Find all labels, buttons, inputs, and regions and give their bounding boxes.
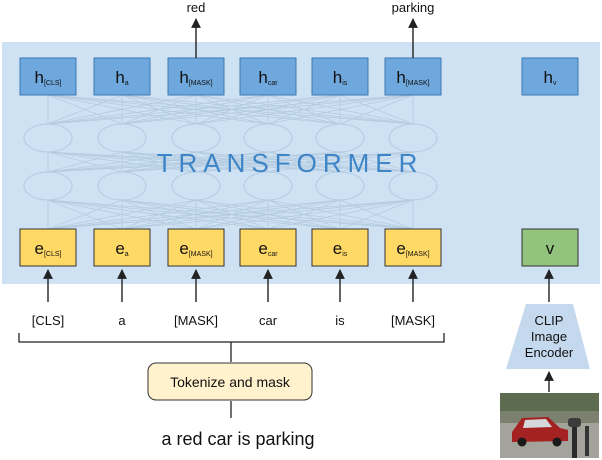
transformer-label: TRANSFORMER bbox=[157, 148, 424, 178]
token-label: [CLS] bbox=[32, 313, 65, 328]
embedding-label: eis bbox=[333, 239, 348, 258]
network-edge bbox=[47, 151, 341, 173]
network-edge bbox=[47, 151, 123, 173]
network-edge bbox=[267, 199, 414, 230]
hidden-state-box: ha bbox=[93, 57, 151, 96]
embedding-label: ea bbox=[115, 239, 128, 258]
network-edge bbox=[47, 199, 197, 230]
hidden-state-box: h[MASK] bbox=[167, 57, 225, 96]
token-label: [MASK] bbox=[391, 313, 435, 328]
token-label: is bbox=[335, 313, 345, 328]
output-label-red: red bbox=[187, 0, 206, 15]
embedding-label: e[MASK] bbox=[396, 239, 429, 258]
token-row: [CLS] a [MASK] car is [MASK] bbox=[32, 269, 435, 328]
network-edge bbox=[47, 94, 269, 125]
network-edge bbox=[195, 151, 414, 173]
embedding-label: e[MASK] bbox=[179, 239, 212, 258]
network-edge bbox=[339, 199, 414, 230]
network-edge bbox=[47, 199, 269, 230]
network-edge bbox=[47, 94, 197, 125]
embedding-box: e[MASK] bbox=[167, 228, 225, 267]
clip-image-encoder: CLIP Image Encoder bbox=[506, 304, 590, 369]
network-edge bbox=[195, 199, 414, 230]
tokenizer-label: Tokenize and mask bbox=[170, 374, 291, 390]
network-edge bbox=[47, 94, 341, 125]
network-edge bbox=[121, 199, 414, 230]
token-label: car bbox=[259, 313, 278, 328]
embedding-box: e[CLS] bbox=[19, 228, 77, 267]
visual-embedding-box: v bbox=[521, 228, 579, 267]
network-edge bbox=[267, 94, 414, 125]
network-edge bbox=[195, 94, 414, 125]
network-edge bbox=[47, 199, 341, 230]
network-edge bbox=[267, 151, 414, 173]
clip-encoder-line2: Image bbox=[531, 329, 567, 344]
visual-embedding-label: v bbox=[546, 239, 555, 258]
hidden-state-label: hv bbox=[544, 68, 557, 87]
network-edge bbox=[47, 199, 414, 230]
hidden-state-label: his bbox=[333, 68, 348, 87]
embedding-row: e[CLS] ea e[MASK] ecar eis e[MASK] bbox=[19, 228, 442, 267]
hidden-state-row: h[CLS] ha h[MASK] hcar his h[MASK] hv bbox=[19, 57, 579, 96]
embedding-label: ecar bbox=[258, 239, 278, 258]
input-sentence: a red car is parking bbox=[161, 429, 314, 449]
network-edge bbox=[47, 94, 414, 125]
network-edge bbox=[339, 94, 414, 125]
clip-encoder-line3: Encoder bbox=[525, 345, 574, 360]
input-photo bbox=[500, 393, 599, 458]
hidden-state-label: ha bbox=[115, 68, 128, 87]
embedding-box: ea bbox=[93, 228, 151, 267]
clip-encoder-line1: CLIP bbox=[535, 313, 564, 328]
embedding-box: ecar bbox=[239, 228, 297, 267]
embedding-box: e[MASK] bbox=[384, 228, 442, 267]
network-edge bbox=[47, 94, 123, 125]
hidden-state-box: h[CLS] bbox=[19, 57, 77, 96]
output-label-parking: parking bbox=[392, 0, 435, 15]
hidden-state-box: hcar bbox=[239, 57, 297, 96]
token-label: a bbox=[118, 313, 126, 328]
hidden-state-box: h[MASK] bbox=[384, 57, 442, 96]
hidden-state-label: hcar bbox=[258, 68, 278, 87]
network-edge bbox=[47, 151, 269, 173]
hidden-state-label: h[CLS] bbox=[35, 68, 62, 87]
embedding-box: eis bbox=[311, 228, 369, 267]
token-label: [MASK] bbox=[174, 313, 218, 328]
tokenizer-box: Tokenize and mask bbox=[147, 362, 313, 401]
hidden-state-box: his bbox=[311, 57, 369, 96]
network-lines bbox=[23, 94, 438, 230]
network-edge bbox=[121, 151, 414, 173]
token-brace bbox=[18, 333, 445, 362]
hidden-state-box: hv bbox=[521, 57, 579, 96]
network-edge bbox=[47, 151, 414, 173]
network-edge bbox=[47, 151, 197, 173]
network-edge bbox=[47, 199, 123, 230]
network-edge bbox=[121, 94, 414, 125]
network-edge bbox=[339, 151, 414, 173]
hidden-state-label: h[MASK] bbox=[179, 68, 212, 87]
embedding-label: e[CLS] bbox=[35, 239, 62, 258]
hidden-state-label: h[MASK] bbox=[396, 68, 429, 87]
